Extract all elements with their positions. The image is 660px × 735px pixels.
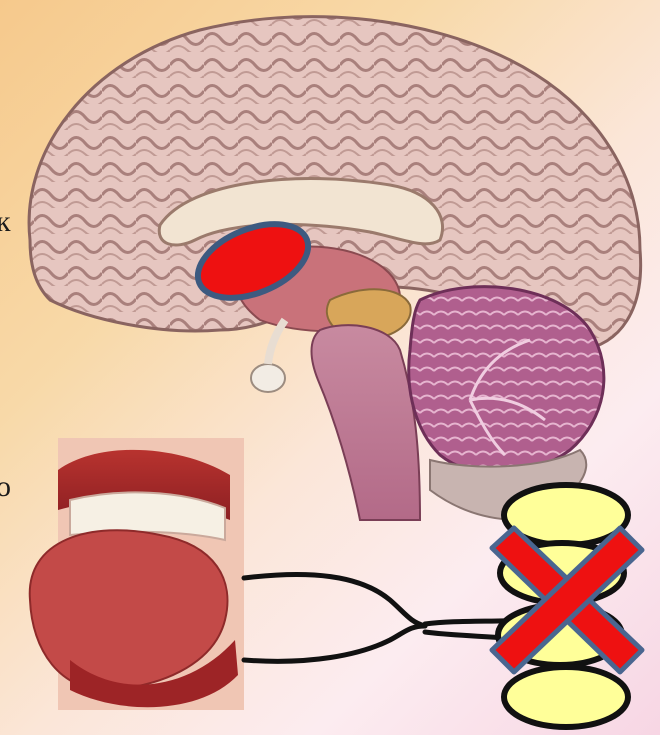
nerve-upper [244, 574, 425, 626]
pituitary [251, 364, 285, 392]
mouth-illustration [30, 438, 244, 710]
pituitary-stalk [268, 320, 285, 364]
taste-nerve-lines [244, 574, 530, 661]
nerve-lower [244, 626, 425, 661]
brainstem [312, 325, 421, 520]
cerebellum [409, 287, 604, 474]
taste-bud-4 [504, 667, 628, 727]
